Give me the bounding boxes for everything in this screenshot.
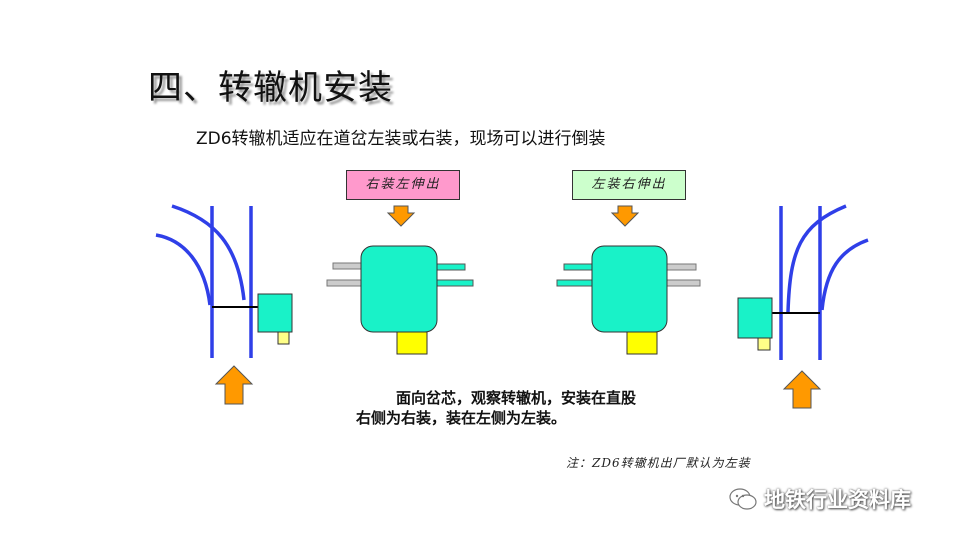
footnote: 注：ZD6转辙机出厂默认为左装 (566, 456, 751, 470)
rod-green-lower-left (556, 279, 597, 287)
explanation-text: 面向岔芯，观察转辙机，安装在直股 右侧为右装，装在左侧为左装。 (356, 388, 636, 428)
diverging-rail-right-1 (786, 204, 847, 313)
up-arrow-left (214, 365, 254, 405)
rod-gray-upper-left (332, 262, 364, 270)
explanation-line-2: 右侧为右装，装在左侧为左装。 (356, 409, 567, 427)
switch-machine-left-install (591, 245, 668, 333)
up-arrow-right (782, 370, 822, 409)
motor-left (277, 331, 290, 345)
diverging-rail-left-1 (171, 204, 246, 301)
diverging-rail-right-2 (820, 238, 869, 311)
rod-green-upper-left (563, 263, 597, 271)
motor-left-install (626, 331, 658, 355)
right-install-machine-group (326, 205, 474, 355)
rod-gray-lower-left (326, 279, 364, 287)
wechat-icon (729, 488, 757, 510)
left-install-label: 左装右伸出 (572, 170, 686, 200)
switch-machine-right-install (360, 245, 438, 333)
rod-gray-upper-right (663, 263, 697, 271)
diverging-rail-left-2 (155, 233, 212, 306)
right-install-label: 右装左伸出 (346, 170, 460, 200)
right-track-group (737, 204, 869, 409)
motor-right-install (396, 331, 428, 355)
switch-machine-right (737, 297, 773, 339)
rod-gray-lower-right (663, 279, 701, 287)
switch-machine-left (257, 293, 293, 333)
page-title: 四、转辙机安装 (148, 68, 393, 108)
left-track-group (155, 204, 293, 405)
down-arrow-right-install (386, 205, 416, 227)
page-subtitle: ZD6转辙机适应在道岔左装或右装，现场可以进行倒装 (196, 129, 606, 149)
left-install-machine-group (556, 205, 701, 355)
rod-green-lower-right (434, 279, 474, 287)
explanation-line-1: 面向岔芯，观察转辙机，安装在直股 (396, 389, 637, 407)
watermark: 地铁行业资料库 (728, 484, 911, 514)
rod-green-upper-right (434, 263, 466, 271)
down-arrow-left-install (610, 205, 640, 227)
motor-right (757, 337, 771, 351)
watermark-text: 地铁行业资料库 (764, 488, 911, 512)
